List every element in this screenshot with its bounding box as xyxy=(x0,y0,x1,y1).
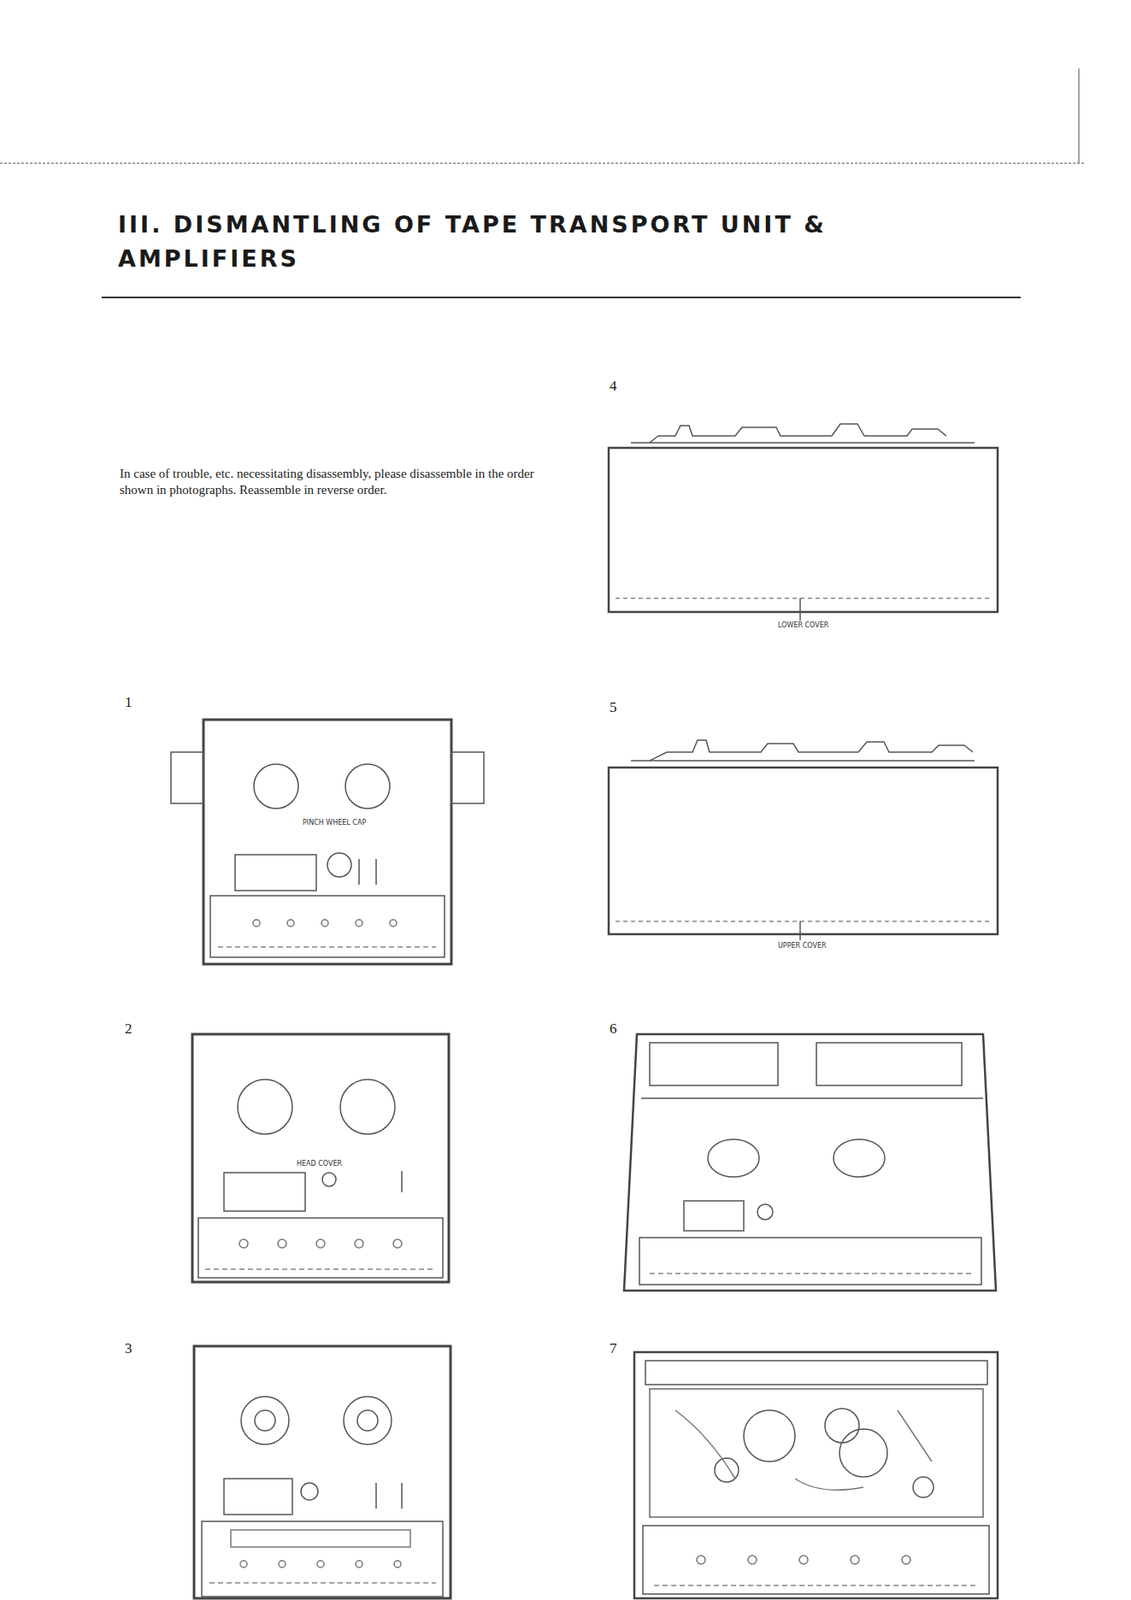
part-label: LOWER COVER xyxy=(776,621,831,630)
photo-number: 5 xyxy=(609,699,618,717)
section-heading: III. DISMANTLING OF TAPE TRANSPORT UNIT … xyxy=(117,207,871,277)
photo-number: 1 xyxy=(124,694,133,712)
photo-number: 3 xyxy=(124,1340,133,1358)
photo-number: 6 xyxy=(609,1020,618,1038)
photo-number: 7 xyxy=(609,1340,618,1358)
photo-number: 4 xyxy=(609,377,618,395)
photo-number: 2 xyxy=(124,1020,133,1038)
part-label: PINCH WHEEL CAP xyxy=(300,818,368,827)
instruction-note: In case of trouble, etc. necessitating d… xyxy=(119,465,565,499)
part-label: HEAD COVER xyxy=(294,1160,344,1168)
part-label: UPPER COVER xyxy=(776,942,829,950)
